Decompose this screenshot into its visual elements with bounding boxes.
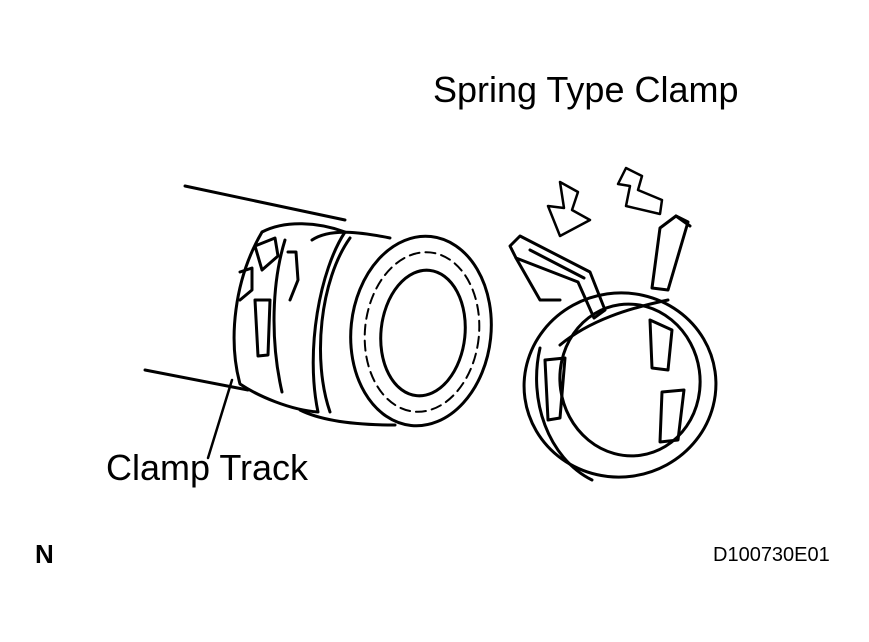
track-ring-outer — [234, 224, 345, 412]
clamp-ring-inner — [550, 295, 710, 465]
clamp-track-label: Clamp Track — [106, 447, 309, 488]
hose-body-front — [320, 238, 350, 412]
clamp-tab-left — [510, 236, 605, 318]
spring-clamp — [510, 168, 728, 489]
hose-top-edge — [185, 186, 345, 220]
clamp-track — [234, 224, 345, 412]
hose-body-bottom — [300, 410, 395, 425]
squeeze-arrow-left — [548, 182, 590, 236]
corner-mark: N — [35, 539, 54, 569]
track-notch-2 — [288, 252, 298, 300]
track-ring-inner — [274, 240, 285, 392]
clamp-tab-right — [652, 216, 688, 290]
hose-body-top — [312, 232, 390, 240]
clamp-slot-left — [545, 358, 565, 420]
clamp-tab-right-face — [676, 216, 690, 226]
hose-end-bore — [375, 266, 472, 400]
figure-code: D100730E01 — [713, 544, 830, 566]
clamp-type-label: Spring Type Clamp — [433, 69, 739, 110]
clamp-slot-right-lower — [660, 390, 684, 442]
hose-end-dash-ring — [357, 246, 487, 417]
hose-end-rim — [341, 229, 500, 433]
hose — [145, 186, 501, 433]
clamp-slot-right-upper — [650, 320, 672, 370]
squeeze-arrow-right — [618, 168, 662, 214]
track-notch — [240, 268, 252, 300]
clamp-tab-left-side — [516, 258, 560, 300]
track-slot-lower — [255, 300, 270, 356]
clamp-tab-left-inner — [530, 250, 584, 278]
clamp-ring-outer — [512, 281, 728, 490]
clamp-track-leader — [208, 380, 232, 458]
clamp-band-edge — [560, 300, 668, 345]
track-slot-upper — [255, 238, 278, 270]
clamp-ring-front-edge — [537, 348, 592, 480]
